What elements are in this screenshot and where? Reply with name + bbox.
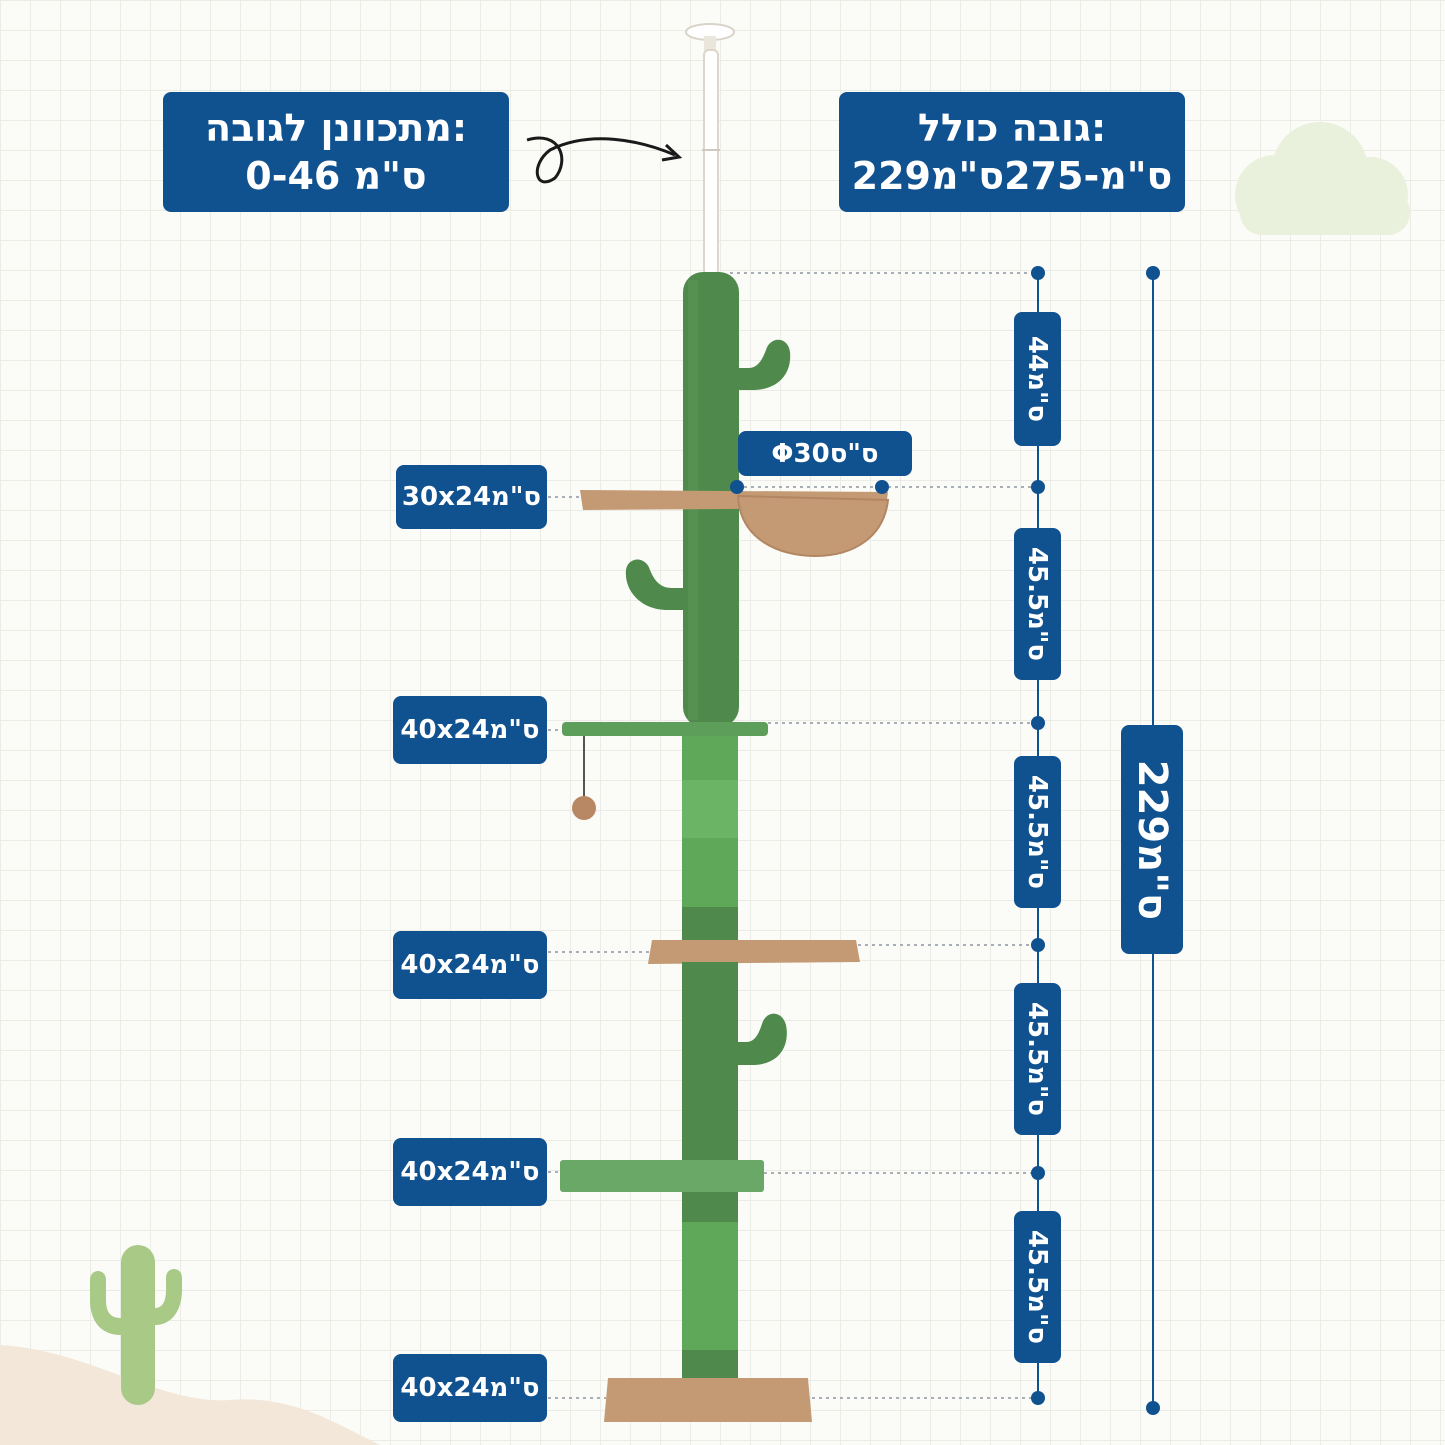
base-plate	[604, 1378, 812, 1422]
segment-height-label-5: 45.5ס"מ	[1014, 1211, 1061, 1363]
shelf-size-label-2: 40x24ס"מ	[393, 696, 547, 764]
adjustable-height-title: מתכוונן לגובה:	[204, 106, 468, 150]
cactus-arm-middle	[625, 559, 686, 610]
guide-lines	[548, 272, 1038, 1399]
ball-toy	[572, 796, 596, 820]
extension-pole	[703, 49, 719, 276]
decor-cactus-icon	[90, 1245, 182, 1405]
segment-height-label-1: 44ס"מ	[1014, 312, 1061, 446]
hammock-diameter-label: Φ30ס"ס	[738, 431, 912, 476]
segment-height-label-4: 45.5ס"מ	[1014, 983, 1061, 1135]
adjustable-height-label: מתכוונן לגובה: 0-46 ס"מ	[163, 92, 509, 212]
segment-axis-dots	[1031, 266, 1045, 1405]
cloud-icon	[1235, 122, 1410, 235]
segment-height-label-2: 45.5ס"מ	[1014, 528, 1061, 680]
total-height-label: גובה כולל: 229ס"מ-275ס"מ	[839, 92, 1185, 212]
sand-hill	[0, 1345, 380, 1445]
total-height-value: 229ס"מ-275ס"מ	[851, 154, 1173, 198]
shelf-2	[562, 722, 768, 736]
shelf-size-label-1: 30x24ס"מ	[396, 465, 547, 529]
cactus-arm-lower	[736, 1013, 787, 1065]
shelf-3	[648, 940, 860, 964]
adjustable-height-value: 0-46 ס"מ	[245, 154, 427, 198]
shelf-4	[560, 1160, 764, 1192]
shelf-size-label-4: 40x24ס"מ	[393, 1138, 547, 1206]
curly-arrow-icon	[526, 136, 676, 184]
hammock-bowl	[736, 494, 890, 558]
total-height-title: גובה כולל:	[917, 106, 1107, 150]
shelf-size-label-3: 40x24ס"מ	[393, 931, 547, 999]
segment-height-label-3: 45.5ס"מ	[1014, 756, 1061, 908]
overall-height-label: 229ס"מ	[1121, 725, 1183, 954]
cactus-arm-upper	[736, 339, 791, 390]
shelf-size-label-5: 40x24ס"מ	[393, 1354, 547, 1422]
cactus-post-lower	[682, 962, 738, 1174]
